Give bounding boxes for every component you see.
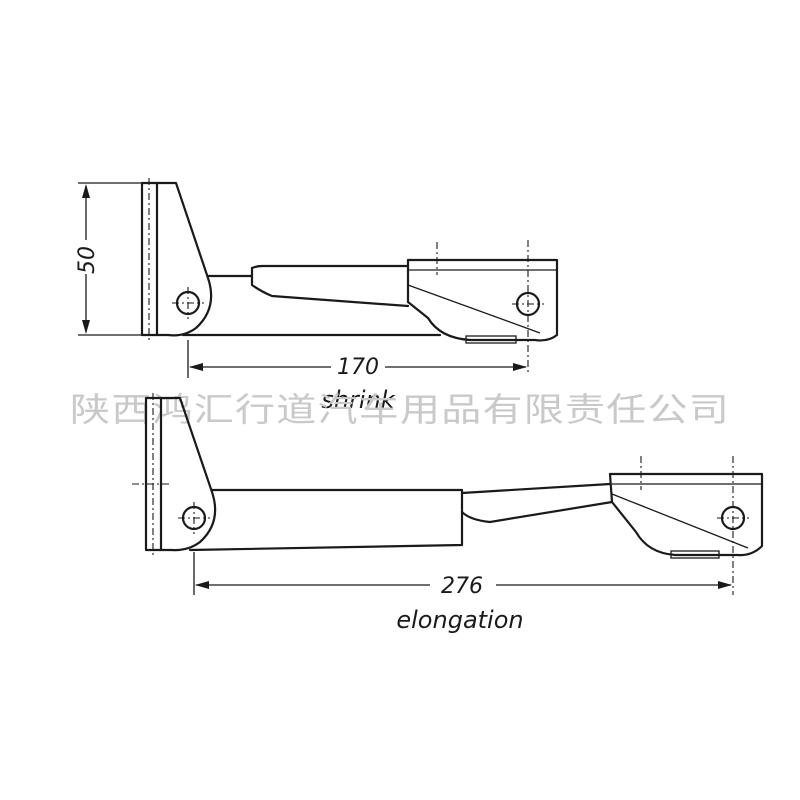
strut-elongation — [132, 393, 764, 595]
rod-end-bracket-bottom — [608, 472, 764, 557]
height-label-bg — [74, 240, 98, 274]
bracket-ear-top — [155, 181, 213, 337]
bracket-diagonal-top — [407, 284, 541, 334]
shrink-arrow-left — [189, 363, 203, 371]
dimension-shrink: 170 shrink — [187, 340, 527, 414]
strut-shrink — [140, 178, 559, 372]
bracket-ear-bottom — [159, 396, 217, 552]
elongation-value: 276 — [441, 574, 483, 599]
elongation-arrow-right — [718, 581, 732, 589]
height-arrow-bottom — [82, 320, 90, 334]
bracket-diagonal-bottom — [611, 493, 749, 549]
cylinder-body-bottom — [188, 488, 464, 552]
shrink-label-bg — [331, 352, 385, 376]
shrink-arrow-right — [513, 363, 527, 371]
dimension-elongation: 276 elongation — [193, 552, 732, 634]
watermark-text: 陕西鸿汇行道汽车用品有限责任公司 — [70, 390, 730, 429]
elongation-caption: elongation — [396, 606, 523, 634]
shrink-caption: shrink — [321, 386, 395, 414]
dimension-height: 50 — [74, 182, 142, 336]
height-arrow-top — [82, 184, 90, 198]
rod-end-bracket-top — [406, 258, 559, 342]
bracket-foot-bottom — [670, 550, 720, 559]
piston-rod-bottom — [460, 482, 614, 524]
elongation-arrow-left — [195, 581, 209, 589]
height-value: 50 — [75, 246, 100, 274]
shrink-value: 170 — [337, 355, 379, 380]
elongation-label-bg — [430, 570, 496, 596]
bracket-foot-top — [465, 335, 517, 344]
piston-rod-top — [250, 264, 410, 308]
